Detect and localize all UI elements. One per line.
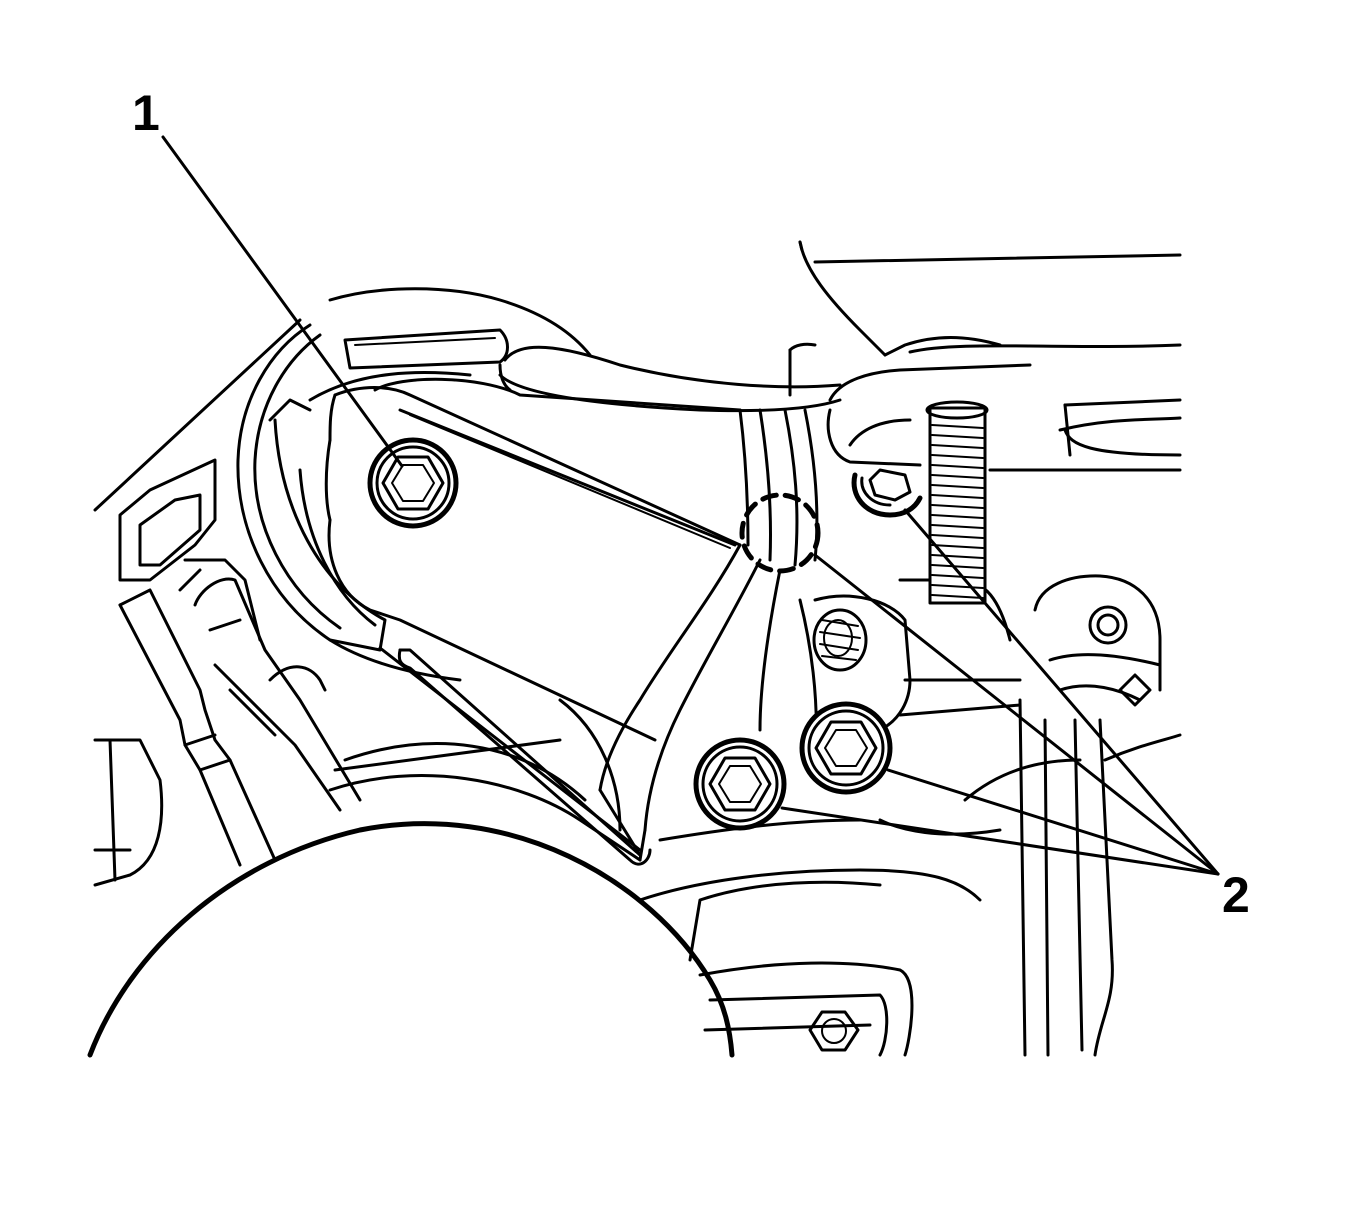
mount-bracket [236,287,1182,866]
leader-line-1 [161,135,404,468]
callout-label-2: 2 [1222,867,1250,923]
bolt-2-right [799,701,893,795]
leader-line-2b [903,508,1220,876]
bolt-2-upper [851,468,923,518]
leader-lines [161,135,1220,876]
threaded-stud [925,400,989,605]
leader-line-2c [886,768,1220,876]
engine-block-background [87,240,1182,1058]
leader-line-2d [780,806,1220,876]
bolt-1 [367,437,459,529]
hidden-bolt-marker [739,492,821,574]
bolt-2-middle-stud [812,608,868,672]
callout-label-1: 1 [132,85,160,141]
leader-line-2a [813,553,1220,876]
lower-bolt [808,1010,860,1052]
bolt-2-left [693,737,787,831]
